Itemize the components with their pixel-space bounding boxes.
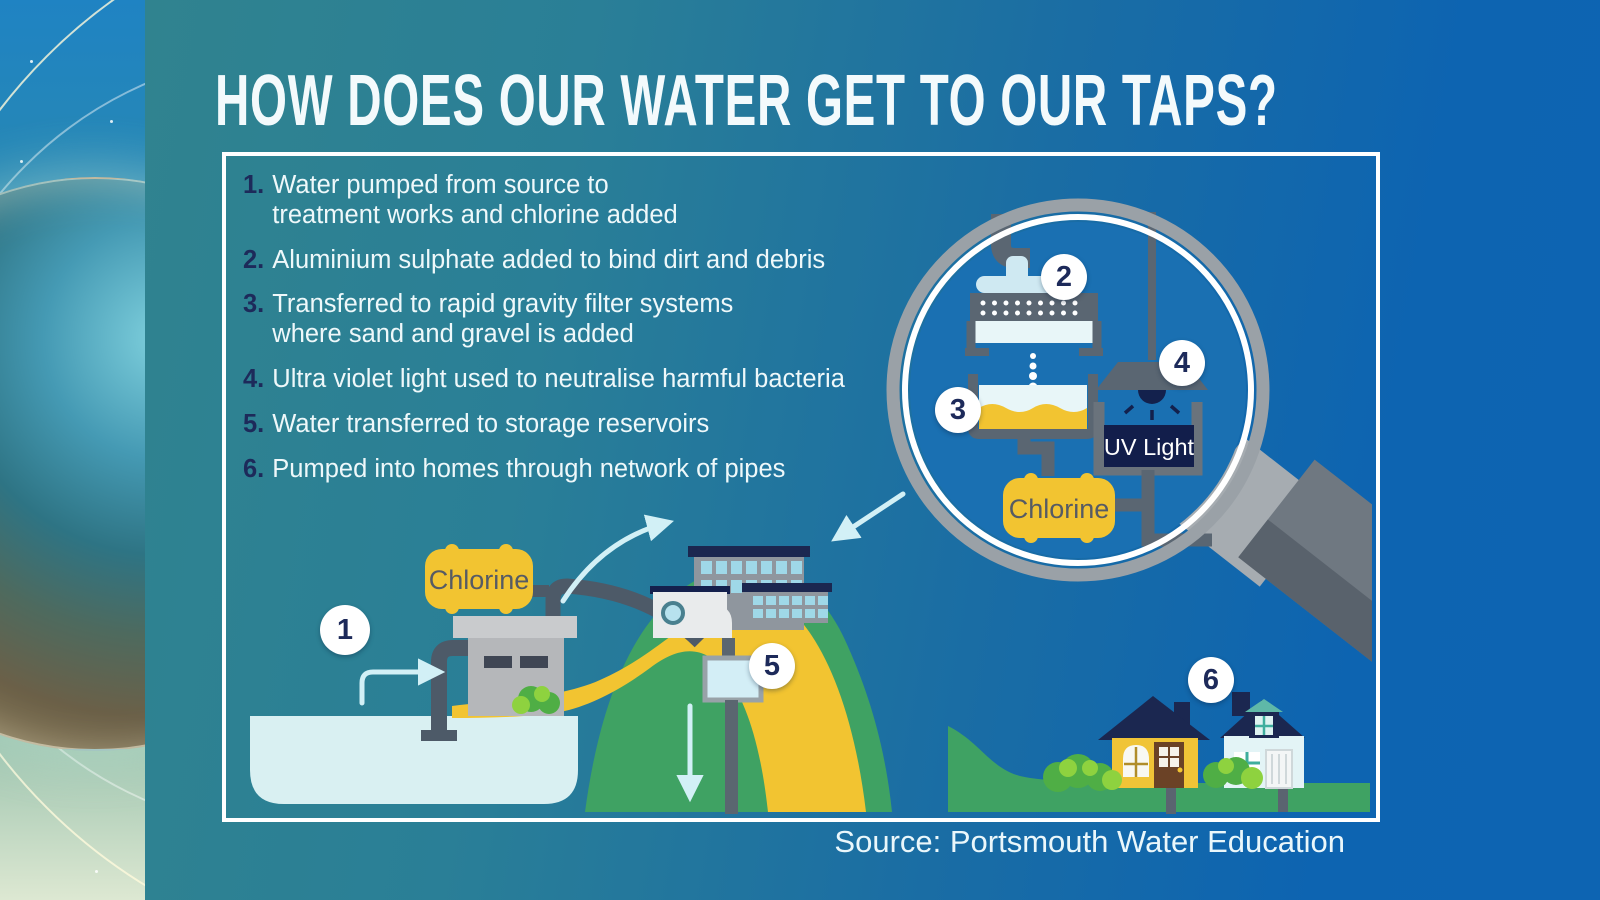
star xyxy=(95,870,98,873)
page-title: HOW DOES OUR WATER GET TO OUR TAPS? xyxy=(215,59,1278,141)
uv-lamp-bulb xyxy=(1138,390,1166,404)
magnifier-handle xyxy=(1238,459,1372,678)
step-text: Ultra violet light used to neutralise ha… xyxy=(272,365,845,394)
step-marker-3: 3 xyxy=(935,387,981,433)
step-text: Water pumped from source to treatment wo… xyxy=(272,171,678,229)
magnified-filter-system: UV Light Chlorine xyxy=(965,212,1212,547)
source-attribution: Source: Portsmouth Water Education xyxy=(834,824,1345,859)
house-yellow xyxy=(1098,696,1210,814)
step-marker-4: 4 xyxy=(1159,340,1205,386)
step-number: 4. xyxy=(243,365,265,394)
step-number: 2. xyxy=(243,245,265,274)
chlorine-label-magnified: Chlorine xyxy=(1009,494,1110,524)
process-step: 6. Pumped into homes through network of … xyxy=(243,455,883,485)
step-number: 1. xyxy=(243,171,265,199)
magnifying-glass-icon: UV Light Chlorine xyxy=(886,198,1372,678)
chlorine-tank-magnified: Chlorine xyxy=(1003,473,1115,543)
process-step: 4. Ultra violet light used to neutralise… xyxy=(243,365,883,395)
process-steps-list: 1. Water pumped from source to treatment… xyxy=(243,171,883,485)
step-number: 6. xyxy=(243,454,265,483)
magnifier-pointer-arrow xyxy=(831,491,906,542)
step-marker-1: 1 xyxy=(320,605,370,655)
chlorine-tank-source: Chlorine xyxy=(425,544,533,614)
process-step: 1. Water pumped from source to treatment… xyxy=(243,171,883,231)
flow-arrow-source xyxy=(359,658,446,706)
storage-reservoir-box xyxy=(702,638,764,814)
uv-light-label-box xyxy=(1104,425,1194,467)
water-source xyxy=(250,716,578,804)
step-text: Transferred to rapid gravity filter syst… xyxy=(272,290,734,349)
step-text: Aluminium sulphate added to bind dirt an… xyxy=(272,245,826,274)
magnifier-collar xyxy=(1177,437,1327,587)
process-step: 3. Transferred to rapid gravity filter s… xyxy=(243,290,883,350)
step-number: 5. xyxy=(243,409,265,438)
magnifier-ring xyxy=(886,198,1270,582)
process-step: 2. Aluminium sulphate added to bind dirt… xyxy=(243,246,883,276)
house-blue xyxy=(1220,692,1305,812)
content-frame xyxy=(222,152,1380,822)
uv-light-label: UV Light xyxy=(1104,434,1195,460)
step-marker-5: 5 xyxy=(749,643,795,689)
process-step: 5. Water transferred to storage reservoi… xyxy=(243,410,883,440)
step-number: 3. xyxy=(243,290,265,319)
chlorine-label-source: Chlorine xyxy=(429,565,530,595)
bushes xyxy=(1043,754,1263,792)
flow-arrow-to-works xyxy=(560,514,674,604)
intake-pipe-foot xyxy=(421,730,457,741)
pump-station xyxy=(453,616,577,716)
treatment-works-building xyxy=(650,546,832,640)
step-marker-6: 6 xyxy=(1188,657,1234,703)
step-marker-2: 2 xyxy=(1041,254,1087,300)
star xyxy=(30,60,33,63)
step-text: Water transferred to storage reservoirs xyxy=(272,409,710,438)
step-text: Pumped into homes through network of pip… xyxy=(272,454,786,483)
